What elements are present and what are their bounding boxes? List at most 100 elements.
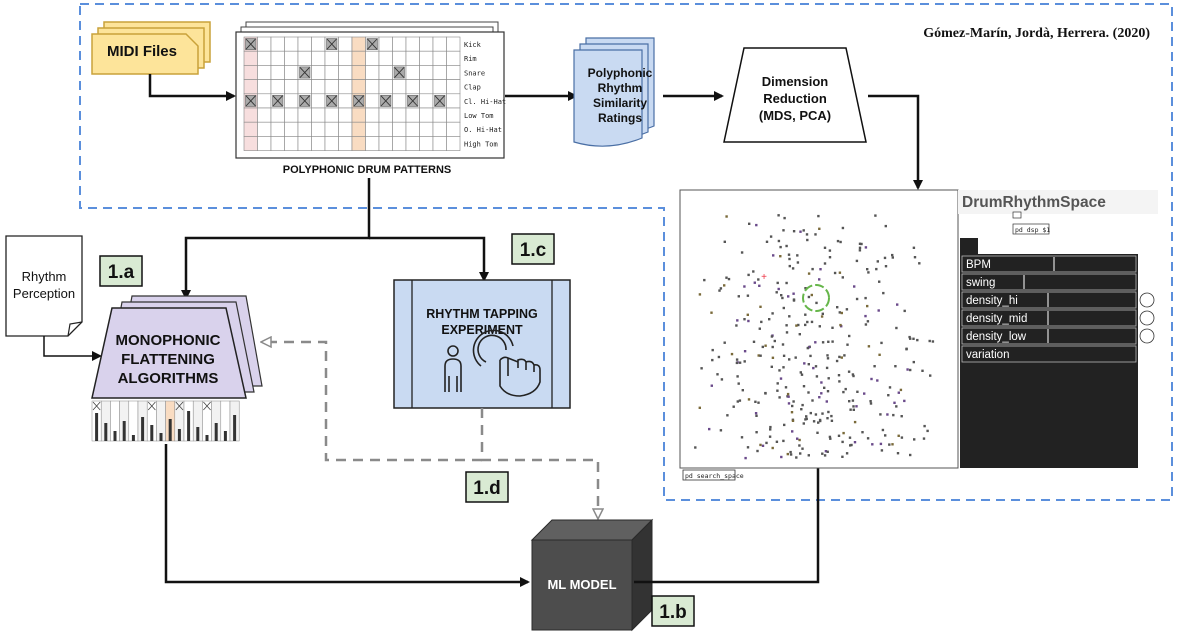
scatter-point <box>836 239 840 243</box>
scatter-point <box>810 320 814 324</box>
flattening-node: MONOPHONIC FLATTENING ALGORITHMS <box>91 295 263 399</box>
param-slider[interactable] <box>961 273 1137 291</box>
grid-hit-mark <box>353 95 364 107</box>
strip-level <box>205 435 209 441</box>
instrument-label: Rim <box>464 55 477 63</box>
grid-cell <box>446 79 461 95</box>
scatter-point <box>768 318 771 321</box>
scatter-point <box>931 340 935 343</box>
scatter-point <box>817 214 820 218</box>
scatter-point <box>878 353 881 356</box>
scatter-point <box>754 400 757 403</box>
strip-hit <box>147 401 156 411</box>
grid-cell <box>324 79 339 95</box>
grid-cell <box>351 121 366 137</box>
scatter-point <box>817 421 820 424</box>
scatter-point <box>897 434 900 437</box>
param-slider[interactable] <box>961 309 1137 327</box>
scatter-point <box>795 324 798 327</box>
grid-cell <box>243 136 258 151</box>
grid-cell <box>392 50 407 66</box>
search-space-label: pd search_space <box>685 472 744 480</box>
param-slider[interactable] <box>961 327 1137 345</box>
scatter-point <box>839 323 842 327</box>
param-slider[interactable] <box>961 345 1137 363</box>
scatter-point <box>848 400 851 403</box>
scatter-point <box>838 311 841 314</box>
flattening-line-2: FLATTENING <box>121 351 215 368</box>
grid-cell <box>378 79 393 95</box>
scatter-point <box>770 365 773 368</box>
scatter-point <box>814 365 818 368</box>
grid-hit-mark <box>326 38 337 50</box>
scatter-point <box>929 374 932 377</box>
scatter-point <box>842 390 845 394</box>
scatter-point <box>802 229 805 232</box>
scatter-point <box>736 319 739 322</box>
scatter-point <box>893 401 896 404</box>
perception-line-2: Perception <box>13 286 75 301</box>
grid-cell <box>338 65 353 80</box>
scatter-point <box>888 386 892 389</box>
scatter-point <box>748 222 751 225</box>
red-cursor: + <box>761 272 767 283</box>
scatter-point <box>874 214 877 217</box>
grid-cell <box>419 136 434 151</box>
grid-cell <box>284 79 299 95</box>
scatter-point <box>757 354 760 357</box>
scatter-point <box>836 306 839 309</box>
scatter-point <box>867 345 871 348</box>
grid-cell <box>392 107 407 123</box>
ratings-line-4: Ratings <box>598 111 642 125</box>
scatter-point <box>842 431 845 435</box>
scatter-point <box>830 419 834 422</box>
grid-cell <box>351 36 366 52</box>
pd-control-panel: DrumRhythmSpace pd dsp $1 BPMswingdensit… <box>958 190 1158 468</box>
scatter-point <box>912 337 915 340</box>
grid-cell <box>284 93 299 109</box>
scatter-point <box>806 346 809 350</box>
scatter-point <box>735 324 738 327</box>
tag-1c: 1.c <box>511 233 555 265</box>
grid-cell <box>432 136 447 151</box>
scatter-point <box>811 399 814 402</box>
grid-cell <box>338 121 353 137</box>
scatter-point <box>826 357 830 360</box>
reduction-line-3: (MDS, PCA) <box>759 108 831 123</box>
grid-cell <box>297 50 312 66</box>
grid-cell <box>365 65 380 80</box>
strip-level <box>113 431 117 441</box>
scatter-point <box>827 340 830 343</box>
scatter-point <box>743 350 747 353</box>
arrow-midi-to-grid <box>148 74 236 101</box>
scatter-point <box>891 443 894 446</box>
grid-cell <box>351 107 366 123</box>
scatter-point <box>853 441 857 444</box>
bang-button[interactable] <box>1139 310 1155 326</box>
tap-hand-icon <box>472 329 541 397</box>
param-slider[interactable] <box>961 291 1137 309</box>
instrument-label: Clap <box>464 84 481 92</box>
bang-button[interactable] <box>1139 292 1155 308</box>
scatter-point <box>744 456 747 460</box>
grid-cell <box>297 107 312 123</box>
strip-level <box>177 429 181 441</box>
ratings-line-1: Polyphonic <box>588 66 653 80</box>
scatter-point <box>788 358 791 361</box>
scatter-point <box>840 356 843 359</box>
scatter-point <box>844 387 847 391</box>
scatter-point <box>826 354 829 357</box>
scatter-point <box>771 345 774 349</box>
scatter-point <box>837 374 841 377</box>
bang-button[interactable] <box>1139 328 1155 344</box>
grid-cell <box>257 107 272 123</box>
scatter-point <box>723 284 726 287</box>
grid-hit-mark <box>272 95 283 107</box>
scatter-point <box>792 299 796 302</box>
scatter-point <box>823 262 827 265</box>
scatter-point <box>805 233 809 236</box>
grid-cell <box>446 136 461 151</box>
scatter-point <box>801 447 804 450</box>
param-slider[interactable] <box>961 255 1137 273</box>
scatter-point <box>800 408 803 411</box>
